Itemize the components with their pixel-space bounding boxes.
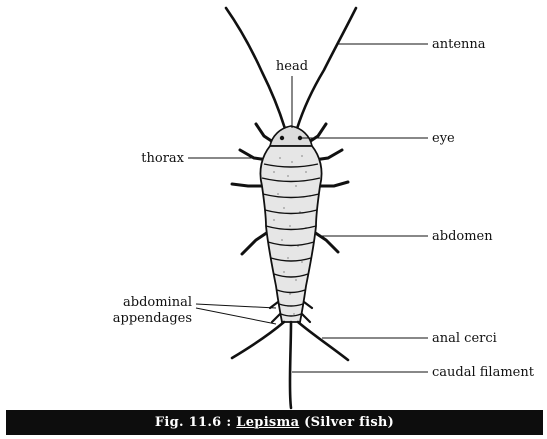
leader-appendage-lower xyxy=(196,308,276,324)
eye-dot-left xyxy=(280,136,284,140)
right-anal-cercus xyxy=(298,322,348,360)
leg-left-3 xyxy=(232,184,264,186)
caudal-filament-shape xyxy=(290,322,291,408)
left-anal-cercus xyxy=(232,322,284,358)
head-shape xyxy=(270,126,312,146)
caption-suffix: (Silver fish) xyxy=(299,415,394,430)
label-caudal-filament: caudal filament xyxy=(432,365,535,380)
leader-appendage-upper xyxy=(196,304,276,308)
caption-prefix: Fig. 11.6 : xyxy=(155,415,236,430)
label-abdominal: abdominal xyxy=(123,295,192,310)
label-head: head xyxy=(276,59,308,74)
labels: head antenna eye thorax abdomen abdomina… xyxy=(113,37,535,380)
abdomen-leg-right xyxy=(314,232,338,252)
eye-dot-right xyxy=(298,136,302,140)
lepisma-diagram: head antenna eye thorax abdomen abdomina… xyxy=(0,0,547,410)
body xyxy=(260,126,321,322)
caption-genus: Lepisma xyxy=(236,415,299,430)
abdomen-leg-left xyxy=(242,232,268,254)
tail-filaments xyxy=(232,322,348,408)
figure-caption: Fig. 11.6 : Lepisma (Silver fish) xyxy=(6,410,543,435)
body-outline xyxy=(260,146,321,322)
label-appendages: appendages xyxy=(113,311,192,326)
label-thorax: thorax xyxy=(141,151,184,166)
leg-right-3 xyxy=(318,182,348,186)
label-anal-cerci: anal cerci xyxy=(432,331,497,346)
label-eye: eye xyxy=(432,131,455,146)
label-abdomen: abdomen xyxy=(432,229,493,244)
label-antenna: antenna xyxy=(432,37,486,52)
